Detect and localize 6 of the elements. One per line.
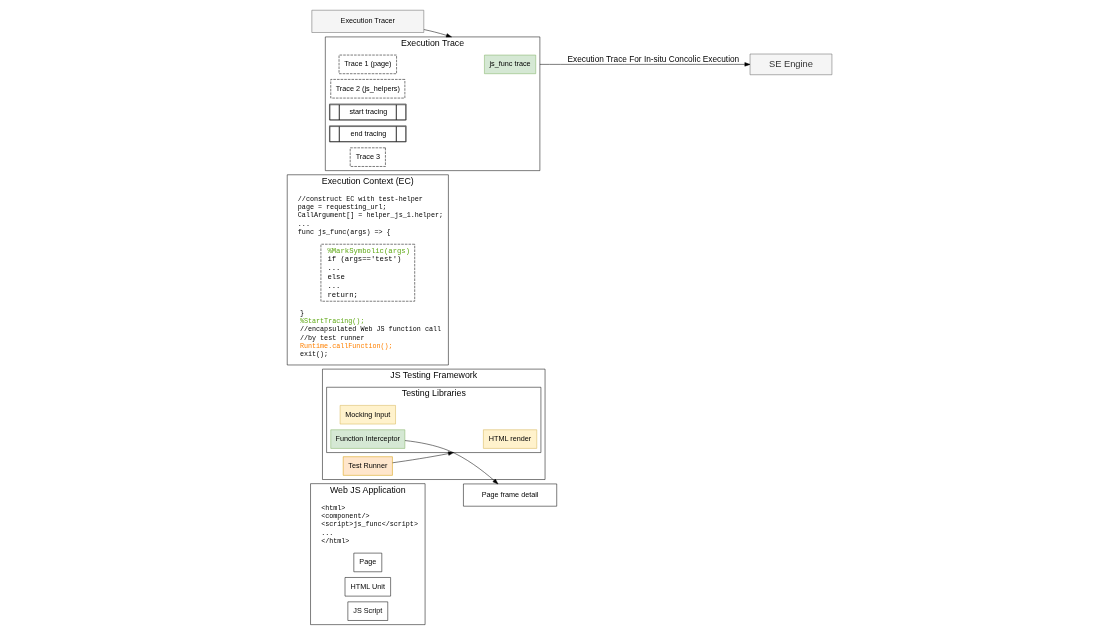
node-box: SE Engine	[749, 53, 833, 75]
arrow	[404, 440, 499, 485]
arrow	[392, 451, 454, 464]
arrow	[539, 62, 751, 67]
edge-label: Execution Trace For In-situ Concolic Execution	[567, 53, 740, 64]
arrow	[423, 29, 452, 38]
